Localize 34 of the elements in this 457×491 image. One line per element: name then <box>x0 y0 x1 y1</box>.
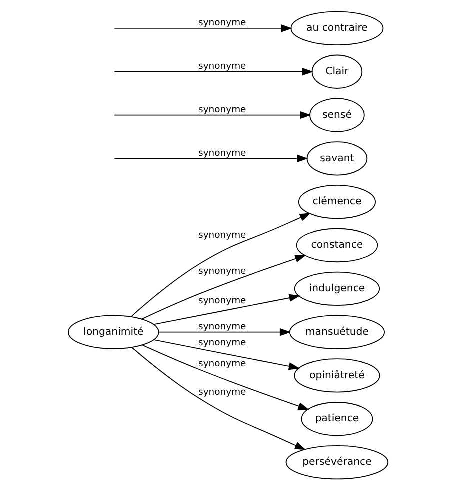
node-ellipse: Clair <box>312 54 363 89</box>
edge-label: synonyme <box>198 337 246 348</box>
node-ellipse: mansuétude <box>289 315 385 350</box>
node-ellipse: savant <box>306 142 368 176</box>
arrow <box>130 213 311 318</box>
edge-label: synonyme <box>198 61 246 72</box>
arrow <box>132 347 306 450</box>
node-ellipse: opiniâtreté <box>294 358 380 393</box>
arrow <box>114 111 312 120</box>
edge-label: synonyme <box>198 230 246 242</box>
arrow <box>153 294 300 326</box>
edge-label: synonyme <box>198 322 246 333</box>
edge-label: synonyme <box>198 148 246 159</box>
arrow <box>153 340 300 370</box>
node-ellipse: patience <box>301 402 374 436</box>
node-ellipse: sensé <box>310 98 365 132</box>
arrow <box>114 154 308 163</box>
edge-label: synonyme <box>198 296 246 307</box>
edge-label: synonyme <box>198 266 246 278</box>
arrow <box>141 255 306 320</box>
node-ellipse: longanimité <box>68 315 160 350</box>
arrow <box>142 344 310 410</box>
node-ellipse: persévérance <box>286 445 389 480</box>
edge-label: synonyme <box>198 104 246 116</box>
node-ellipse: clémence <box>298 185 376 220</box>
arrow <box>114 68 314 76</box>
arrow <box>114 24 292 32</box>
node-ellipse: au contraire <box>290 11 384 46</box>
edge-label: synonyme <box>198 387 246 398</box>
node-ellipse: indulgence <box>294 272 380 306</box>
edge-label: synonyme <box>198 18 246 29</box>
arrow <box>158 328 292 336</box>
edge-label: synonyme <box>198 358 246 370</box>
node-ellipse: constance <box>296 228 378 263</box>
